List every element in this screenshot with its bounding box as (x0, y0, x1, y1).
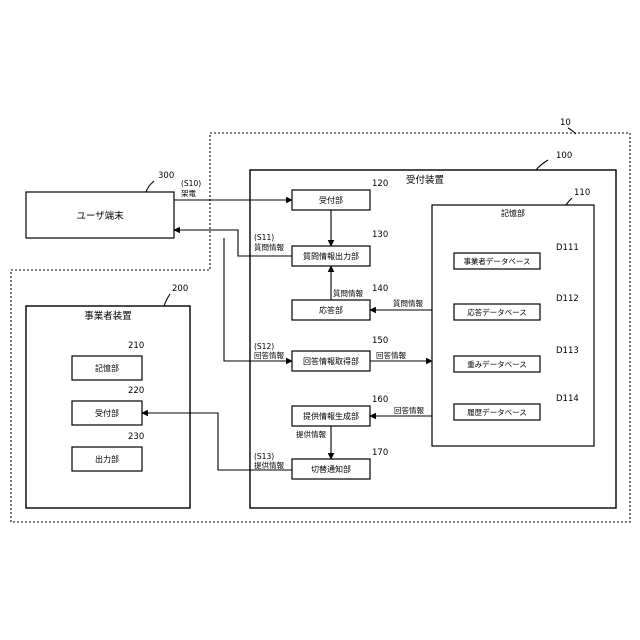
db-weight-label: 重みデータベース (467, 359, 527, 369)
leader-reception-device (536, 160, 548, 170)
a-info-label-b: 回答情報 (394, 405, 424, 415)
user-terminal-label: ユーザ端末 (76, 210, 124, 222)
reception-unit-label: 受付部 (319, 195, 343, 205)
s13-text: 提供情報 (254, 460, 284, 470)
response-unit-label: 応答部 (319, 305, 343, 315)
ref-info-generation-unit: 160 (372, 395, 388, 405)
ref-db-weight: D113 (556, 346, 579, 356)
s12-text: 回答情報 (254, 350, 284, 360)
ref-system: 10 (560, 118, 571, 128)
ref-business-device: 200 (172, 284, 188, 294)
leader-user-terminal (146, 181, 154, 192)
ref-biz-reception: 220 (128, 386, 144, 396)
ref-biz-storage: 210 (128, 341, 144, 351)
s13-step: (S13) (254, 452, 274, 461)
ref-storage-unit: 110 (574, 188, 590, 198)
business-device-title: 事業者装置 (84, 310, 132, 322)
db-business-label: 事業者データベース (463, 256, 530, 266)
leader-storage-unit (566, 198, 572, 205)
s11-text: 質問情報 (254, 242, 284, 252)
ref-user-terminal: 300 (158, 171, 174, 181)
biz-storage-label: 記憶部 (95, 363, 119, 373)
db-history-label: 履歴データベース (467, 407, 527, 417)
info-generation-unit-label: 提供情報生成部 (303, 411, 359, 421)
switch-notification-unit-label: 切替通知部 (311, 464, 351, 474)
biz-output-label: 出力部 (95, 454, 119, 464)
answer-acquisition-unit-label: 回答情報取得部 (303, 356, 359, 366)
ref-reception-unit: 120 (372, 179, 388, 189)
ref-db-history: D114 (556, 394, 579, 404)
s12-step: (S12) (254, 342, 274, 351)
q-info-label-a: 質問情報 (333, 288, 363, 298)
biz-reception-label: 受付部 (95, 408, 119, 418)
provide-info-label: 提供情報 (296, 429, 326, 439)
leader-business-device (164, 294, 170, 306)
ref-db-response: D112 (556, 294, 579, 304)
ref-reception-device: 100 (556, 151, 572, 161)
ref-biz-output: 230 (128, 432, 144, 442)
s10-text: 架電 (181, 189, 196, 198)
ref-db-business: D111 (556, 243, 579, 253)
reception-device-title: 受付装置 (406, 174, 444, 186)
question-output-unit-label: 質問情報出力部 (303, 251, 359, 261)
ref-response-unit: 140 (372, 284, 388, 294)
ref-answer-acquisition-unit: 150 (372, 336, 388, 346)
q-info-label-b: 質問情報 (393, 298, 423, 308)
storage-unit-title: 記憶部 (501, 208, 525, 218)
a-info-label-a: 回答情報 (376, 350, 406, 360)
ref-switch-notification-unit: 170 (372, 448, 388, 458)
ref-question-output-unit: 130 (372, 230, 388, 240)
s10-step: (S10) (181, 179, 201, 188)
s11-step: (S11) (254, 233, 274, 242)
db-response-label: 応答データベース (467, 307, 527, 317)
